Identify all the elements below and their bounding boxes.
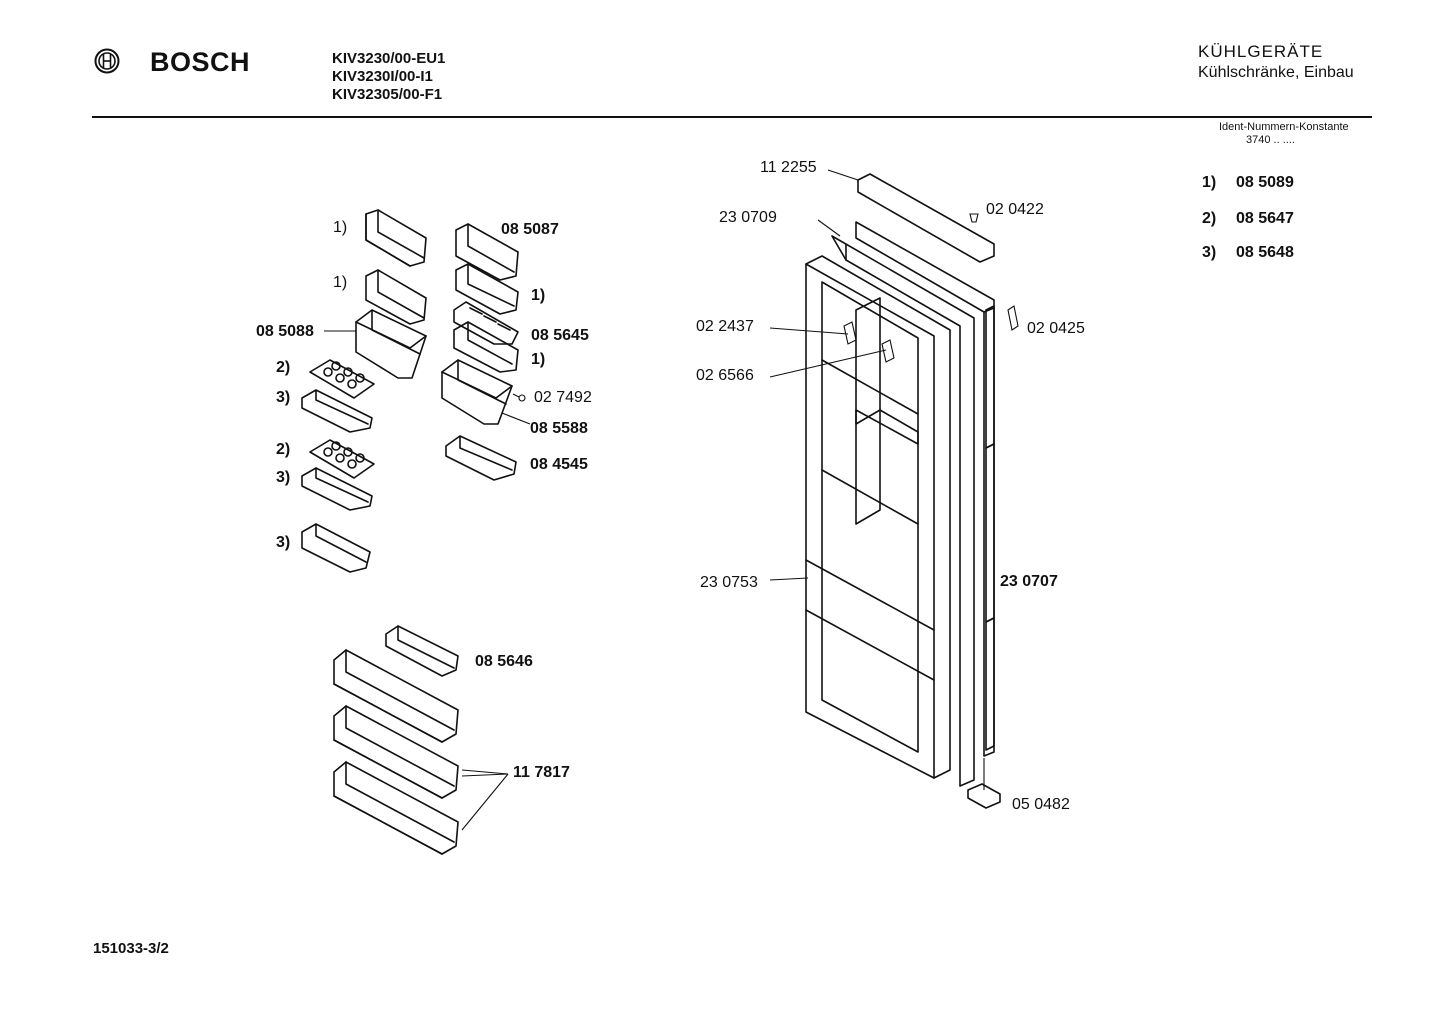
hinge-pin-part xyxy=(843,321,895,363)
butter-compartment-part xyxy=(441,359,513,425)
brand-name: BOSCH xyxy=(150,47,251,77)
callout-label: 11 7817 xyxy=(513,764,570,781)
callout-label: 11 2255 xyxy=(760,159,817,176)
butter-compartment-part xyxy=(355,309,427,379)
model-number: KIV3230/00-EU1 xyxy=(332,50,446,67)
ident-value: 3740 .. .... xyxy=(1246,134,1295,146)
hinge-screw-part xyxy=(969,213,979,223)
door-shelf-box-part xyxy=(455,223,519,281)
egg-box-part xyxy=(301,467,373,511)
egg-tray-part xyxy=(309,359,375,399)
storage-box-part xyxy=(301,523,371,573)
callout-leader xyxy=(324,330,531,831)
callout-label: 05 0482 xyxy=(1012,796,1070,813)
callout-label: 23 0707 xyxy=(1000,573,1058,590)
category-subtitle: Kühlschränke, Einbau xyxy=(1198,64,1354,81)
door-trim-strip-part xyxy=(985,305,995,751)
callout-label: 1) xyxy=(531,287,546,304)
callout-label: 02 0425 xyxy=(1027,320,1085,337)
variant-legend-item: 2) 08 5647 xyxy=(1202,210,1294,228)
callout-label: 08 5646 xyxy=(475,653,533,670)
callout-label: 2) xyxy=(276,359,291,376)
callout-label: 2) xyxy=(276,441,291,458)
variant-key: 3) xyxy=(1202,244,1217,261)
callout-label: 02 7492 xyxy=(534,389,592,406)
ident-label: Ident-Nummern-Konstante xyxy=(1219,121,1349,133)
door-liner-part xyxy=(805,255,951,779)
model-number: KIV3230I/00-I1 xyxy=(332,68,433,85)
callout-label: 08 5087 xyxy=(501,221,559,238)
variant-key: 1) xyxy=(1202,174,1217,191)
callout-label: 08 5088 xyxy=(256,323,314,340)
model-list: KIV3230/00-EU1 KIV3230I/00-I1 KIV32305/0… xyxy=(332,50,445,104)
door-bin-part xyxy=(333,761,459,855)
variant-legend-item: 3) 08 5648 xyxy=(1202,244,1294,262)
callout-label: 1) xyxy=(531,351,546,368)
door-shelf-box-part xyxy=(455,263,519,315)
callout-label: 02 6566 xyxy=(696,367,754,384)
egg-box-part xyxy=(301,389,373,433)
callout-label: 02 2437 xyxy=(696,318,754,335)
callout-label: 08 5645 xyxy=(531,327,589,344)
door-shelf-box-part xyxy=(453,321,519,373)
callout-label: 3) xyxy=(276,534,291,551)
hinge-bottom-part xyxy=(967,783,1001,809)
callout-label: 08 5588 xyxy=(530,420,588,437)
model-number: KIV32305/00-F1 xyxy=(332,86,443,103)
callout-label: 23 0753 xyxy=(700,574,758,591)
variant-part: 08 5648 xyxy=(1236,244,1294,261)
callout-label: 23 0709 xyxy=(719,209,777,226)
callout-label: 3) xyxy=(276,389,291,406)
variant-part: 08 5089 xyxy=(1236,174,1294,191)
callout-label: 08 4545 xyxy=(530,456,588,473)
callout-leader xyxy=(769,169,985,790)
latch-part xyxy=(1007,305,1019,331)
variant-part: 08 5647 xyxy=(1236,210,1294,227)
header-divider xyxy=(92,116,1372,118)
storage-box-part xyxy=(445,435,517,481)
callout-label: 02 0422 xyxy=(986,201,1044,218)
door-seal-part xyxy=(831,235,975,787)
door-bin-part xyxy=(333,649,459,743)
callout-label: 1) xyxy=(333,219,348,236)
door-shelf-box-part xyxy=(365,209,427,267)
egg-tray-part xyxy=(309,439,375,479)
door-bin-part xyxy=(333,705,459,799)
door-shelf-box-part xyxy=(453,301,519,345)
door-hinge-bracket-part xyxy=(857,173,995,263)
screw-part xyxy=(512,393,526,402)
door-shelf-box-part xyxy=(365,269,427,325)
variant-key: 2) xyxy=(1202,210,1217,227)
category-title: KÜHLGERÄTE xyxy=(1198,42,1324,61)
callout-label: 3) xyxy=(276,469,291,486)
bosch-logo-icon xyxy=(94,48,120,74)
door-bin-small-part xyxy=(385,625,459,677)
drawing-code: 151033-3/2 xyxy=(93,940,169,957)
variant-legend-item: 1) 08 5089 xyxy=(1202,174,1294,192)
callout-label: 1) xyxy=(333,274,348,291)
